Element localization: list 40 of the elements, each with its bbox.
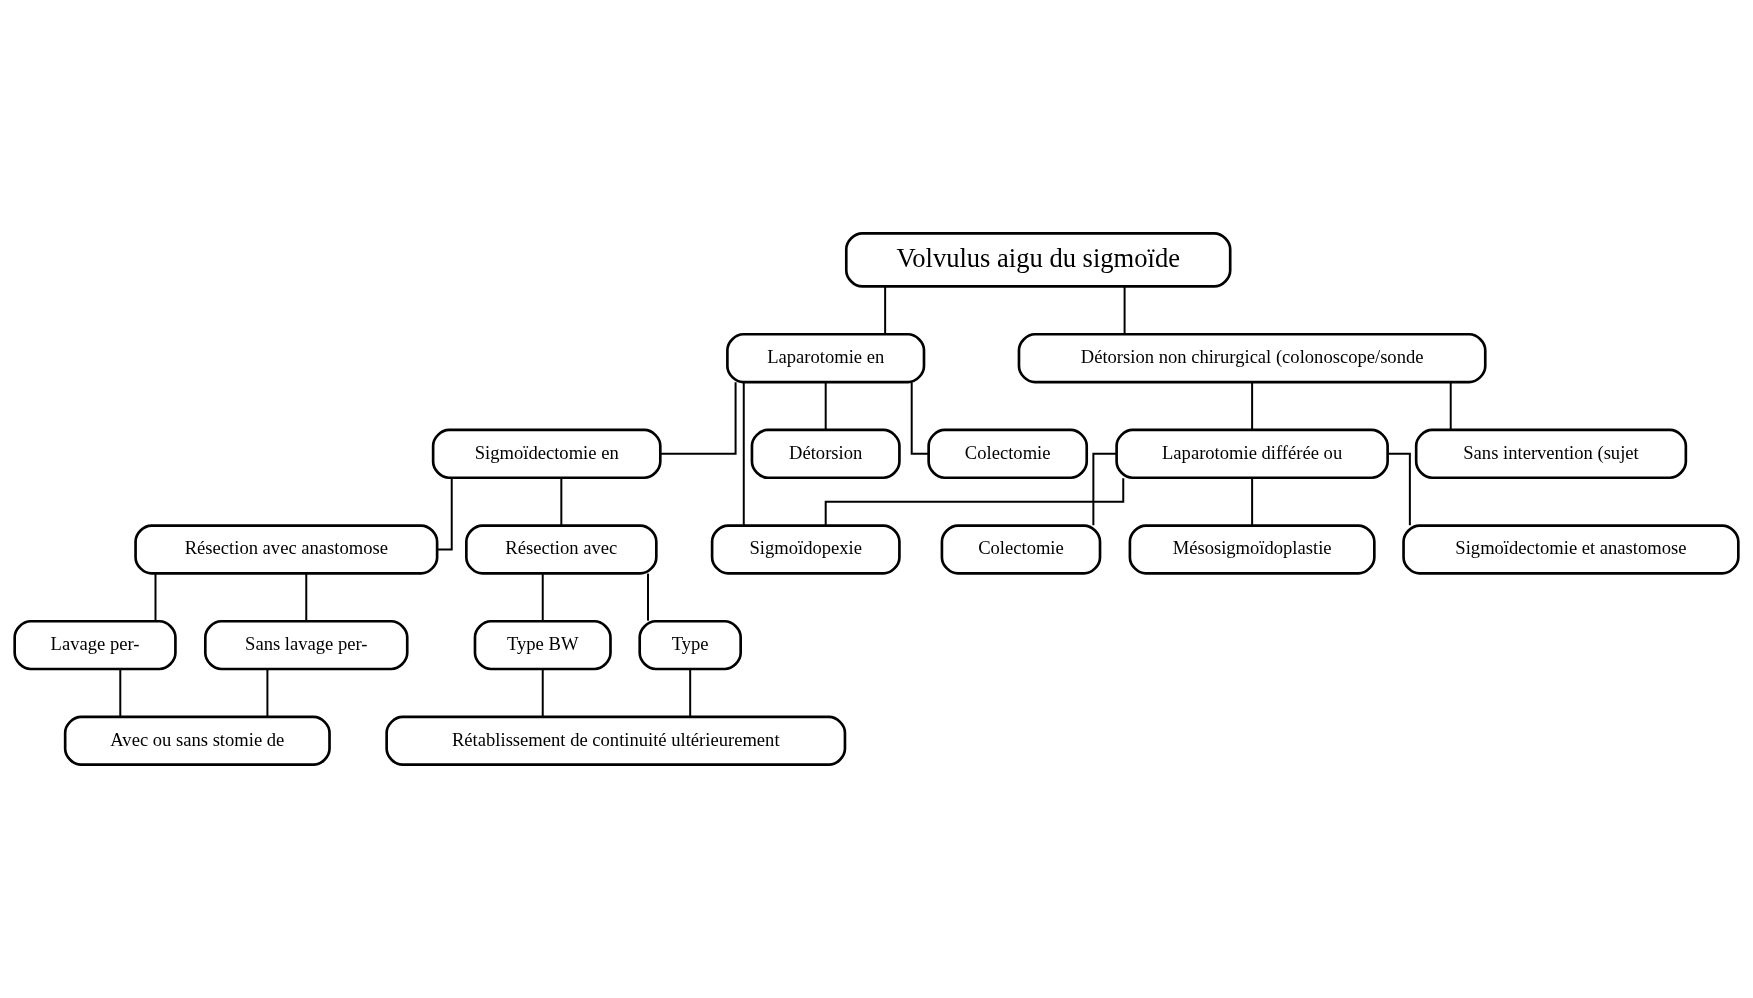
node-box: Laparotomie différée ou <box>1115 428 1389 480</box>
node-box: Détorsion non chirurgical (colonoscope/sonde <box>1017 332 1487 384</box>
node-box: Sigmoïdectomie en <box>431 428 662 480</box>
node-box: Type BW <box>473 619 612 671</box>
node-box: Colectomie <box>927 428 1089 480</box>
connector <box>305 572 308 622</box>
connector <box>1251 381 1254 431</box>
connector <box>884 285 887 336</box>
connector <box>1449 381 1452 431</box>
node-box: Résection avec <box>465 524 658 575</box>
node-box: Mésosigmoïdoplastie <box>1128 524 1376 575</box>
connector <box>541 668 544 718</box>
connector <box>824 381 827 431</box>
node-box: Sans lavage per- <box>204 619 409 671</box>
connector <box>266 668 269 718</box>
connector <box>910 381 930 455</box>
node-box: Sigmoïdectomie et anastomose <box>1402 524 1740 575</box>
connector <box>560 476 563 526</box>
connector <box>742 381 745 527</box>
connector <box>1251 476 1254 526</box>
node-box: Laparotomie en <box>726 332 926 384</box>
connector <box>436 476 453 551</box>
node-box: Résection avec anastomose <box>134 524 439 575</box>
connector <box>1092 452 1118 527</box>
node-box: Colectomie <box>940 524 1102 575</box>
node-box: Type <box>638 619 742 671</box>
node-box: Rétablissement de continuité ultérieurement <box>385 715 847 767</box>
connector <box>1123 285 1126 336</box>
connector <box>659 381 737 455</box>
connector <box>689 668 692 718</box>
connector <box>119 668 122 718</box>
node-box: Lavage per- <box>13 619 177 671</box>
node-box: Sigmoïdopexie <box>710 524 901 575</box>
connector <box>154 572 157 622</box>
node-box: Sans intervention (sujet <box>1414 428 1688 480</box>
node-box: Avec ou sans stomie de <box>63 715 331 767</box>
node-box: Volvulus aigu du sigmoïde <box>844 232 1232 288</box>
node-box: Détorsion <box>750 428 901 480</box>
connector <box>541 572 544 622</box>
connector <box>647 572 649 622</box>
